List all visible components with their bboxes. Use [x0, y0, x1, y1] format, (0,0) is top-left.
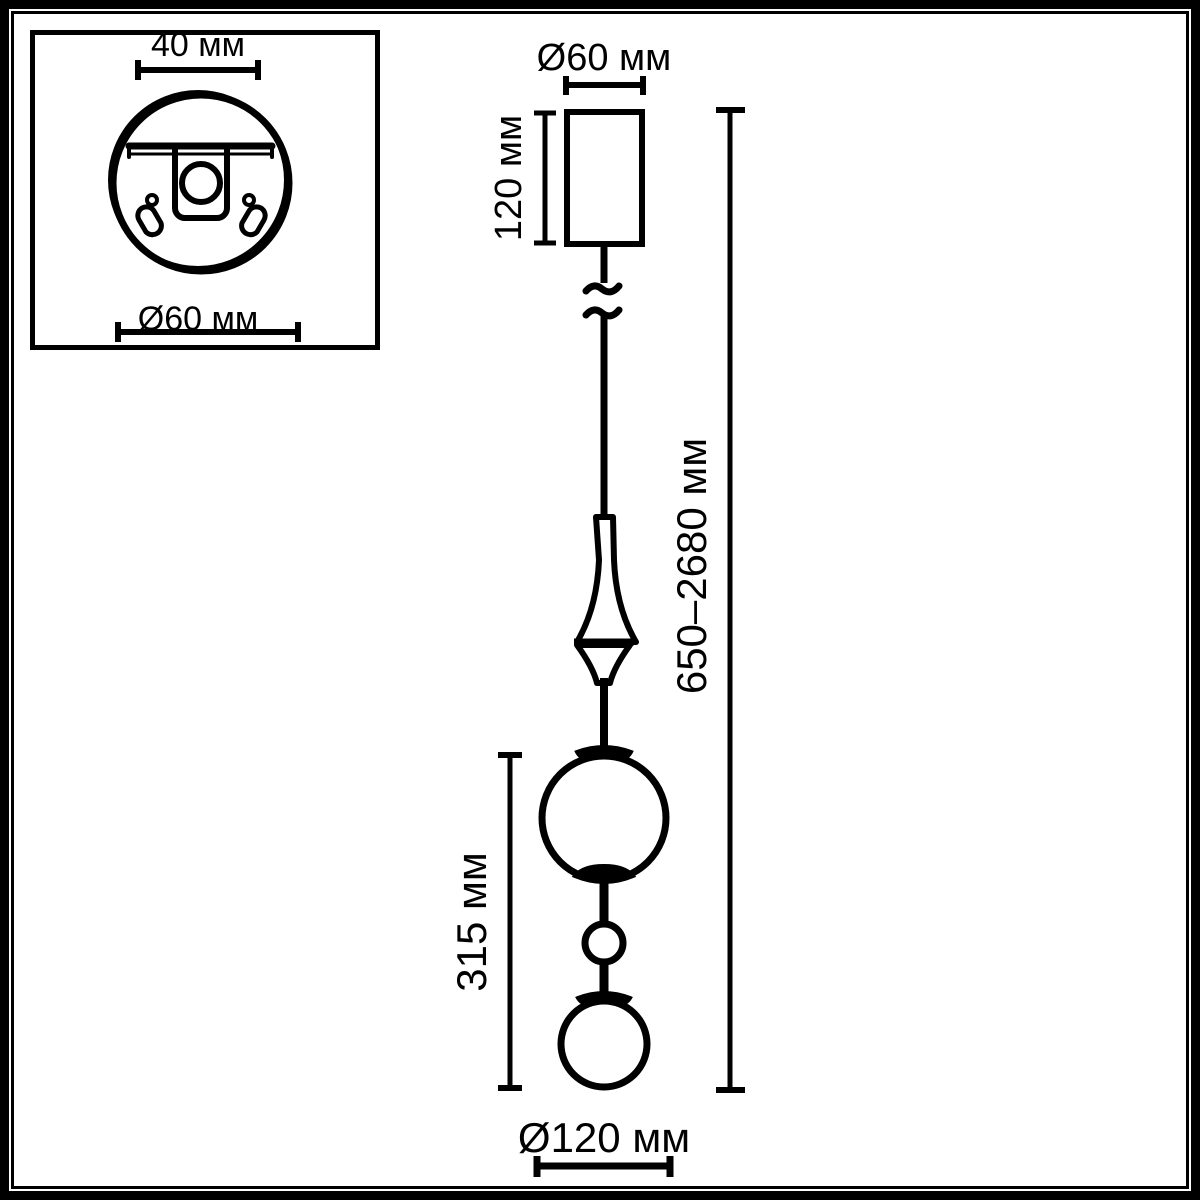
inset-detail-panel: 40 мм Ø60 мм [30, 26, 380, 350]
bracket-plate-ends [127, 144, 274, 159]
dim-d60-inset-leader [115, 322, 301, 342]
dim-315-leader [498, 752, 522, 1091]
bracket-slot-right [239, 204, 268, 238]
globe-large [538, 752, 670, 884]
bead-small [581, 920, 627, 966]
dim-650-2680-leader [716, 107, 745, 1093]
canopy-body [564, 109, 645, 247]
dim-d120-leader [533, 1156, 674, 1177]
bracket-screwhole-left [145, 193, 159, 207]
cable-break-symbol [582, 282, 623, 320]
main-elevation-view: Ø60 мм 120 мм [448, 37, 745, 1177]
frame-inner-rule [11, 11, 1189, 1189]
bracket-slot-left [135, 204, 164, 238]
ceiling-mount-drawing [108, 90, 293, 275]
bracket-screwhole-right [242, 193, 256, 207]
canopy-outer-circle [109, 91, 293, 275]
dim-40-label: 40 мм [151, 26, 245, 64]
dim-120-leader [534, 110, 556, 246]
dim-315-label: 315 мм [448, 852, 495, 992]
bracket-center-tab [172, 144, 230, 221]
bracket-center-hole [179, 161, 223, 205]
finial-cone-lower [574, 642, 633, 686]
dim-650-2680-label: 650–2680 мм [668, 438, 715, 694]
dim-120-label: 120 мм [488, 115, 530, 241]
dim-40-leader [135, 60, 261, 80]
dim-d60-top-leader [563, 76, 646, 95]
decorative-finial [574, 514, 639, 686]
finial-cone-upper [574, 514, 639, 645]
canopy-inner-circle [108, 90, 288, 270]
globe-lower [557, 997, 651, 1091]
inset-detail-border [30, 30, 380, 350]
dim-d120-label: Ø120 мм [518, 1114, 690, 1161]
dim-d60-top-label: Ø60 мм [537, 37, 672, 79]
